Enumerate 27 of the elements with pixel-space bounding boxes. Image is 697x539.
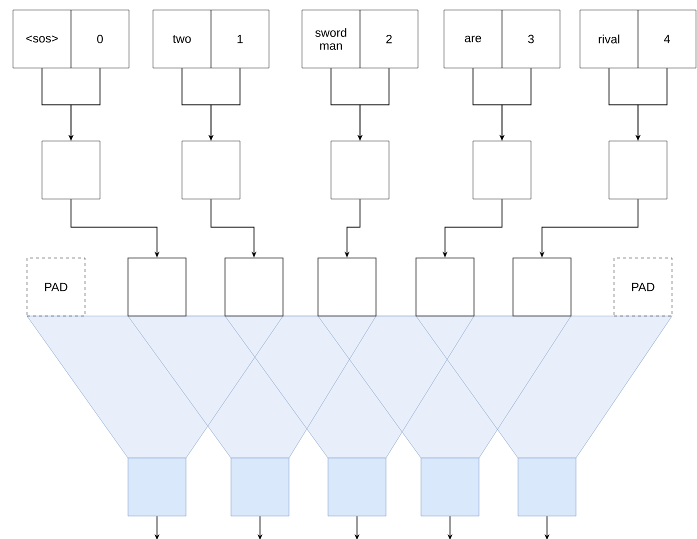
output-box <box>420 458 480 516</box>
embedding-box <box>330 140 390 200</box>
token-cell: are <box>444 10 502 68</box>
embedding-box <box>472 140 532 200</box>
output-box <box>128 458 186 516</box>
index-cell: 4 <box>638 10 696 68</box>
pad-box: PAD <box>614 258 672 316</box>
input-box <box>512 258 572 316</box>
token-cell: rival <box>580 10 638 68</box>
token-cell: sword man <box>302 10 360 68</box>
output-box <box>230 458 290 516</box>
input-box <box>318 258 376 316</box>
input-box <box>416 258 474 316</box>
input-box <box>224 258 284 316</box>
output-box <box>328 458 386 516</box>
token-cell: <sos> <box>12 10 72 68</box>
index-cell: 1 <box>210 10 270 68</box>
token-cell: two <box>152 10 212 68</box>
embedding-box <box>608 140 668 200</box>
embedding-box <box>182 140 240 200</box>
pad-box: PAD <box>26 258 86 316</box>
index-cell: 2 <box>360 10 418 68</box>
index-cell: 3 <box>502 10 560 68</box>
output-box <box>518 458 576 516</box>
embedding-box <box>42 140 100 200</box>
input-box <box>128 258 186 316</box>
index-cell: 0 <box>70 10 130 68</box>
